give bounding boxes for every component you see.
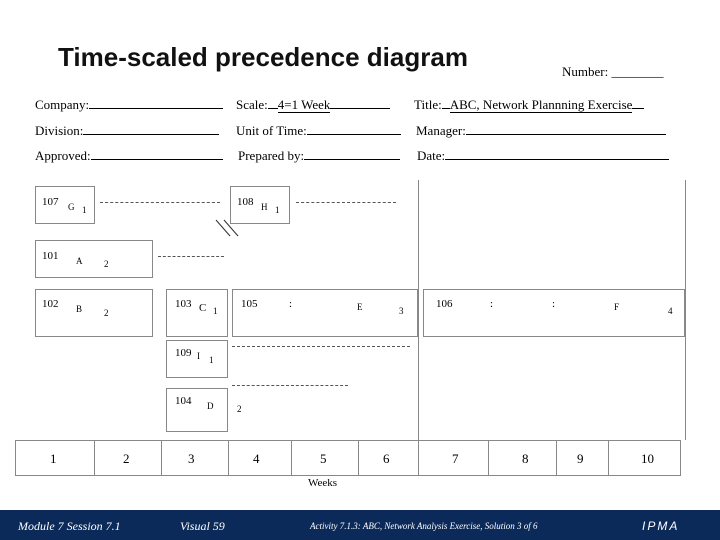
activity-id: 101 [42, 250, 59, 262]
week-divider [418, 441, 419, 475]
activity-duration: 1 [209, 355, 214, 365]
week-label: 4 [253, 451, 260, 466]
week-divider [608, 441, 609, 475]
week-label: 9 [577, 451, 584, 466]
unit-field: Unit of Time: [236, 122, 401, 139]
activity-letter: I [197, 351, 200, 361]
week-label: 8 [522, 451, 529, 466]
week-divider [291, 441, 292, 475]
activity-duration: 1 [213, 306, 218, 316]
footer-activity: Activity 7.1.3: ABC, Network Analysis Ex… [310, 521, 538, 531]
scale-label: Scale: [236, 97, 268, 112]
activity-id: 103 [175, 298, 192, 310]
activity-duration: 4 [668, 306, 673, 316]
activity-101: 101 A 2 [35, 240, 153, 278]
activity-id: 109 [175, 347, 192, 359]
division-label: Division: [35, 123, 84, 138]
weeks-axis-label: Weeks [308, 477, 338, 489]
activity-colon: : [552, 298, 556, 310]
footer-module: Module 7 Session 7.1 [18, 519, 121, 533]
week-divider [358, 441, 359, 475]
prepared-field: Prepared by: [238, 147, 401, 164]
ipma-logo: IPMA [642, 519, 680, 533]
week-divider [556, 441, 557, 475]
week-label: 3 [188, 451, 195, 466]
activity-id: 105 [241, 298, 258, 310]
activity-104: 104 D [166, 388, 228, 432]
activity-102: 102 B 2 [35, 289, 153, 337]
grid-line [418, 180, 419, 440]
activity-id: 104 [175, 395, 192, 407]
date-field: Date: [417, 147, 670, 164]
approved-label: Approved: [35, 148, 91, 163]
manager-field: Manager: [416, 122, 666, 139]
week-divider [94, 441, 95, 475]
approved-field: Approved: [35, 147, 223, 164]
scale-field: Scale: 4=1 Week [236, 96, 391, 113]
footer-bar: Module 7 Session 7.1 Visual 59 Activity … [0, 510, 720, 540]
company-label: Company: [35, 97, 90, 112]
float-line [158, 256, 224, 257]
activity-duration: 2 [104, 259, 109, 269]
grid-line [685, 180, 686, 440]
footer-visual: Visual 59 [180, 519, 225, 533]
activity-108: 108 H 1 [230, 186, 290, 224]
float-line [232, 385, 348, 386]
activity-id: 108 [237, 196, 254, 208]
division-field: Division: [35, 122, 220, 139]
title-value: ABC, Network Plannning Exercise [449, 97, 633, 113]
company-field: Company: [35, 96, 224, 113]
float-line [100, 202, 220, 203]
activity-103: 103 C 1 [166, 289, 228, 337]
date-label: Date: [417, 148, 446, 163]
activity-id: 102 [42, 298, 59, 310]
activity-letter: F [614, 302, 620, 312]
activity-105: 105 : E 3 [232, 289, 418, 337]
week-divider [488, 441, 489, 475]
activity-letter: G [68, 202, 75, 212]
title-field: Title: ABC, Network Plannning Exercise [414, 96, 645, 113]
week-label: 10 [641, 451, 654, 466]
float-line [296, 202, 396, 203]
scale-value: 4=1 Week [277, 97, 331, 113]
activity-letter: H [261, 202, 268, 212]
activity-letter: A [76, 256, 83, 266]
unit-label: Unit of Time: [236, 123, 307, 138]
title-label: Title: [414, 97, 442, 112]
activity-duration: 3 [399, 306, 404, 316]
weeks-scale: 1 2 3 4 5 6 7 8 9 10 [15, 440, 681, 476]
activity-colon: : [289, 298, 293, 310]
activity-duration: 1 [275, 205, 280, 215]
connector-mark [215, 219, 239, 237]
activity-letter: B [76, 304, 83, 314]
number-field: Number: ________ [562, 64, 664, 79]
activity-duration: 2 [104, 308, 109, 318]
activity-letter: E [357, 302, 363, 312]
float-line [232, 346, 410, 347]
week-label: 6 [383, 451, 390, 466]
week-label: 1 [50, 451, 57, 466]
week-label: 5 [320, 451, 327, 466]
activity-106: 106 : : F 4 [423, 289, 685, 337]
activity-109: 109 I 1 [166, 340, 228, 378]
week-label: 2 [123, 451, 130, 466]
week-divider [228, 441, 229, 475]
activity-colon: : [490, 298, 494, 310]
week-divider [161, 441, 162, 475]
activity-id: 106 [436, 298, 453, 310]
page-title: Time-scaled precedence diagram [58, 42, 468, 72]
activity-duration: 2 [237, 404, 242, 414]
activity-107: 107 G 1 [35, 186, 95, 224]
activity-letter: D [207, 401, 214, 411]
activity-letter: C [199, 302, 207, 314]
manager-label: Manager: [416, 123, 466, 138]
activity-id: 107 [42, 196, 59, 208]
week-label: 7 [452, 451, 459, 466]
prepared-label: Prepared by: [238, 148, 305, 163]
activity-duration: 1 [82, 205, 87, 215]
